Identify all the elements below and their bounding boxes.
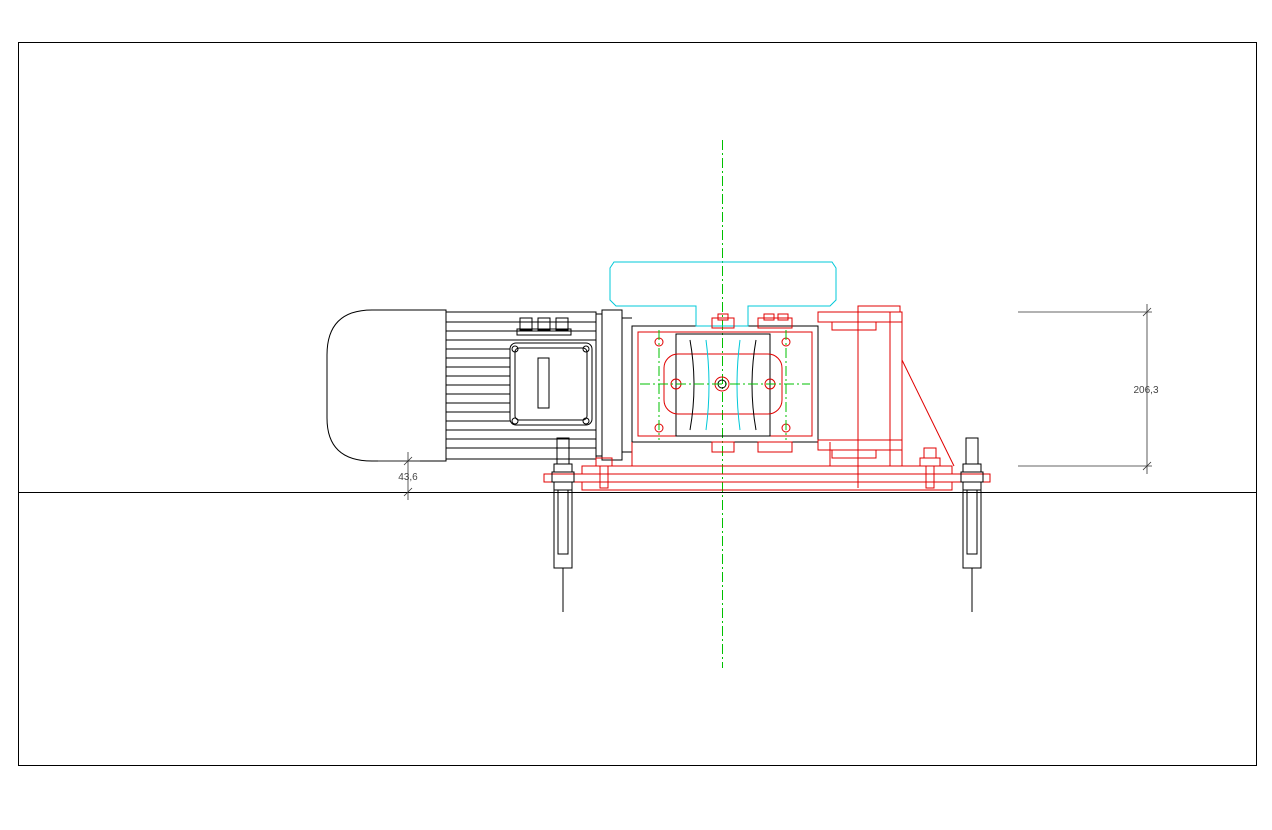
gearbox-ribs: [689, 339, 757, 431]
dimension-foot-gap: 43,6: [378, 452, 420, 500]
leveling-foot-left: [551, 437, 575, 612]
dimension-right-height: 206,3: [1018, 304, 1159, 474]
cable-glands: [516, 317, 572, 336]
motor-flange: [595, 313, 603, 457]
dimension-label-right-height: 206,3: [1133, 385, 1158, 396]
top-cover: [609, 261, 837, 327]
leveling-foot-right: [960, 437, 984, 612]
motor: [326, 309, 632, 462]
gearbox-shaft-cyan: [705, 339, 741, 431]
dimension-label-foot-gap: 43,6: [398, 472, 418, 483]
terminal-screw: [511, 417, 519, 425]
mounting-frame: [543, 305, 991, 491]
terminal-screw: [582, 417, 590, 425]
motor-flange-plate: [601, 309, 623, 461]
gearbox-center-body: [675, 333, 771, 437]
sheet-border: [18, 42, 1257, 766]
terminal-box: [509, 342, 593, 426]
terminal-screw: [582, 345, 590, 353]
motor-cooling-fins: [446, 321, 596, 449]
terminal-screw: [511, 345, 519, 353]
gearbox: [631, 325, 819, 443]
terminal-box-inner: [514, 347, 588, 421]
terminal-box-label-plate: [537, 357, 550, 409]
motor-end-cap: [326, 309, 447, 462]
